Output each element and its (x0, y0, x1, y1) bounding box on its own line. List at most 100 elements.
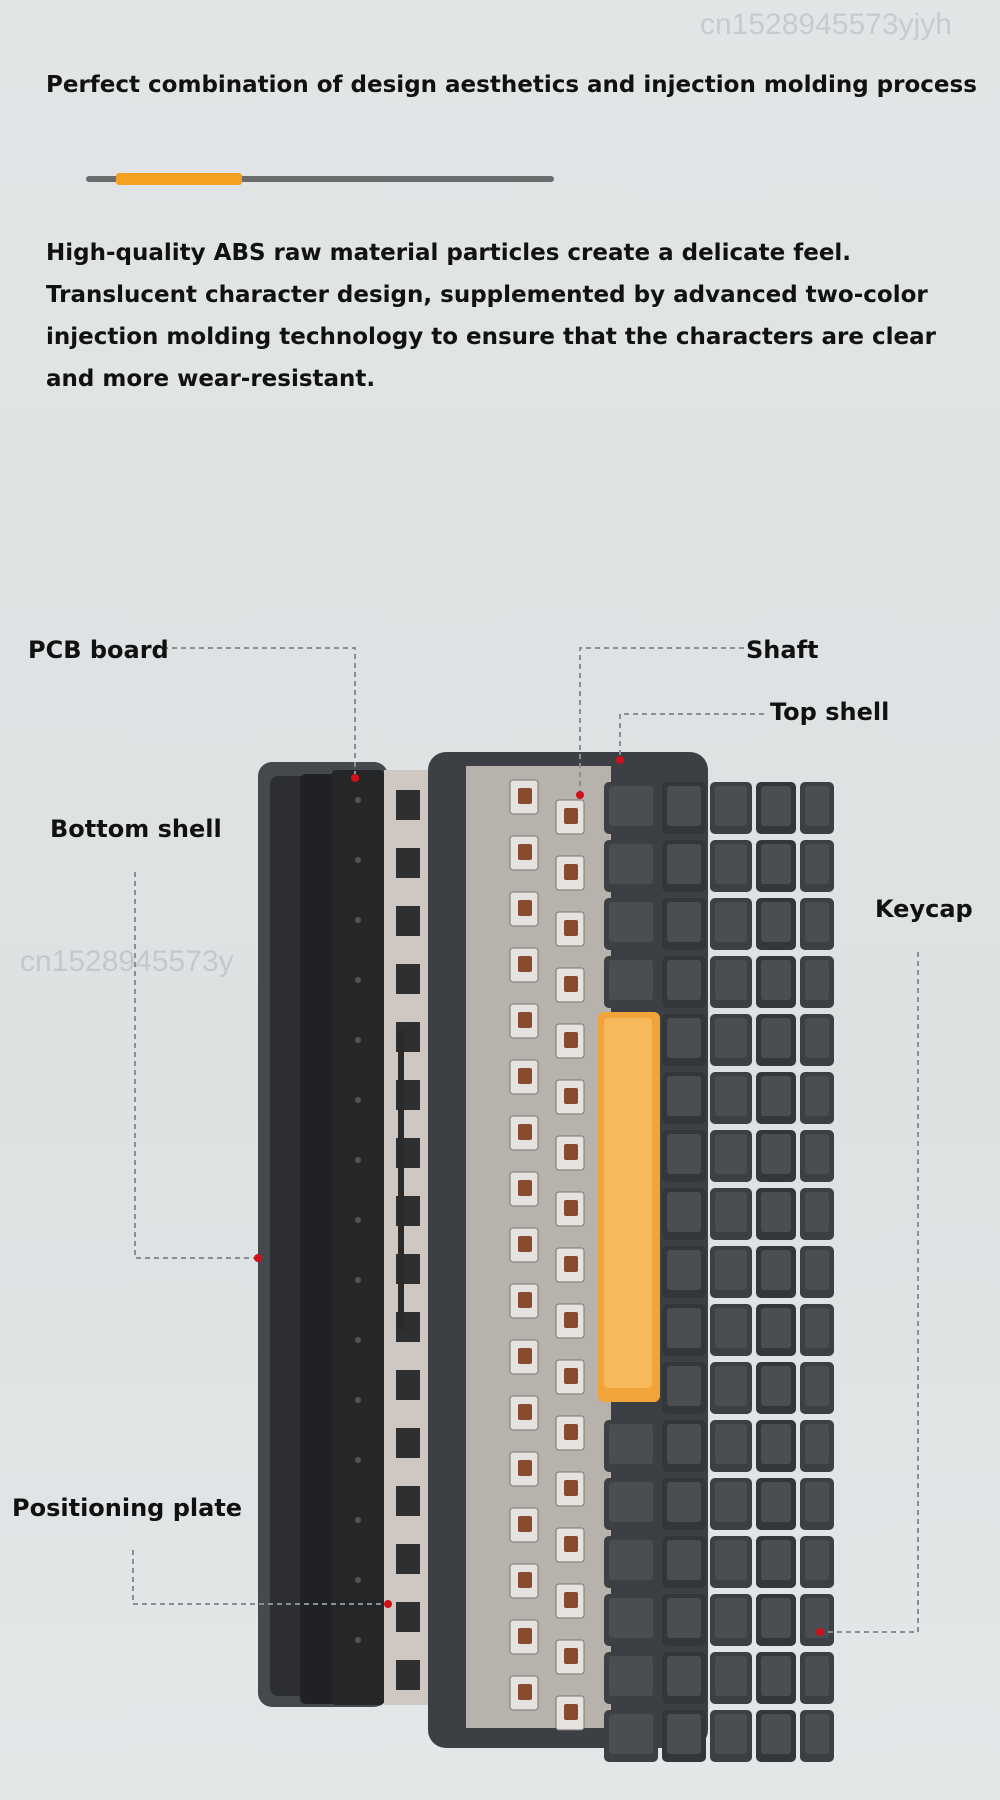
keycap-top (609, 844, 653, 884)
keycap-top (715, 1192, 747, 1232)
keycap-top (805, 902, 829, 942)
plate-hole (396, 906, 420, 936)
switch-stem (518, 788, 532, 804)
plate-hole (396, 1370, 420, 1400)
switch-stem (564, 1032, 578, 1048)
keycap-top (761, 1482, 791, 1522)
watermark-middle: cn1528945573y (20, 945, 234, 978)
keycap-top (805, 844, 829, 884)
keycap-top (715, 960, 747, 1000)
callout-lines (132, 647, 919, 1633)
plate-hole (396, 848, 420, 878)
switch-stem (564, 1200, 578, 1216)
plate-hole (396, 1486, 420, 1516)
keycap-top (761, 1308, 791, 1348)
keycap-top (761, 902, 791, 942)
pcb-hole (355, 1277, 361, 1283)
keycap-top (667, 1134, 701, 1174)
pcb-hole (355, 1217, 361, 1223)
plate-hole (396, 1544, 420, 1574)
pcb-board (332, 770, 384, 1705)
switch-stem (518, 844, 532, 860)
label-keycap: Keycap (875, 895, 973, 923)
keycap-top (761, 1250, 791, 1290)
keycap-top (667, 1656, 701, 1696)
keycap-top (609, 960, 653, 1000)
watermark-top: cn1528945573yjyh (700, 8, 952, 41)
keycap-top (715, 1076, 747, 1116)
keycap-top (667, 1540, 701, 1580)
keycap-top (715, 1598, 747, 1638)
switch-stem (564, 1704, 578, 1720)
pcb-hole (355, 1097, 361, 1103)
keycap-top (715, 1656, 747, 1696)
keycap-top (667, 1308, 701, 1348)
pcb-hole (355, 1457, 361, 1463)
keycap-top (667, 1598, 701, 1638)
keycap-top (805, 1366, 829, 1406)
keycap-top (805, 1018, 829, 1058)
switch-stem (518, 1124, 532, 1140)
keycap-top (715, 786, 747, 826)
switch-stem (518, 1348, 532, 1364)
switch-stem (518, 1516, 532, 1532)
switch-stem (518, 1404, 532, 1420)
keycap-top (805, 1714, 829, 1754)
keycap-top (761, 1656, 791, 1696)
keycap-top (609, 1656, 653, 1696)
switch-stem (564, 1648, 578, 1664)
keycap-top (805, 1656, 829, 1696)
switch-stem (518, 1460, 532, 1476)
pcb-hole (355, 1397, 361, 1403)
switch-stem (518, 900, 532, 916)
switch-stem (518, 1292, 532, 1308)
keycap-top (667, 1424, 701, 1464)
keycap-top (667, 1714, 701, 1754)
keycap-top (667, 1366, 701, 1406)
keycap-top (761, 844, 791, 884)
pcb-hole (355, 917, 361, 923)
keycap-top (805, 1482, 829, 1522)
label-positioning-plate: Positioning plate (12, 1494, 243, 1522)
switch-stem (518, 1572, 532, 1588)
keycap-top (715, 1250, 747, 1290)
switch-stem (518, 1180, 532, 1196)
pcb-hole (355, 857, 361, 863)
switch-stem (564, 920, 578, 936)
switch-stem (564, 808, 578, 824)
keycap-top (805, 1308, 829, 1348)
shaft-switches (509, 779, 585, 1731)
switch-stem (564, 1480, 578, 1496)
switch-stem (564, 1144, 578, 1160)
keycap-top (761, 1192, 791, 1232)
switch-stem (564, 1256, 578, 1272)
switch-stem (518, 1628, 532, 1644)
plate-hole (396, 1602, 420, 1632)
keycap-top (761, 1424, 791, 1464)
keycap-top (805, 1192, 829, 1232)
keycap-top (667, 1192, 701, 1232)
keycap-top (715, 1540, 747, 1580)
keycap-top (667, 1482, 701, 1522)
pcb-hole (355, 1637, 361, 1643)
pcb-hole (355, 797, 361, 803)
pcb-hole (355, 1157, 361, 1163)
pcb-hole (355, 1037, 361, 1043)
keycap-top (715, 1308, 747, 1348)
switch-stem (564, 1368, 578, 1384)
switch-stem (518, 1236, 532, 1252)
keycap-top (805, 786, 829, 826)
keycap-top (609, 1424, 653, 1464)
pcb-hole (355, 1337, 361, 1343)
keycap-top (761, 1598, 791, 1638)
progress-fill (116, 173, 243, 185)
description: High-quality ABS raw material particles … (46, 240, 936, 392)
keycap-top (609, 1598, 653, 1638)
keycap-top (667, 844, 701, 884)
switch-stem (564, 1312, 578, 1328)
switch-stem (564, 864, 578, 880)
keycap-top (609, 786, 653, 826)
keycap-top (715, 1482, 747, 1522)
keycap-top (667, 902, 701, 942)
